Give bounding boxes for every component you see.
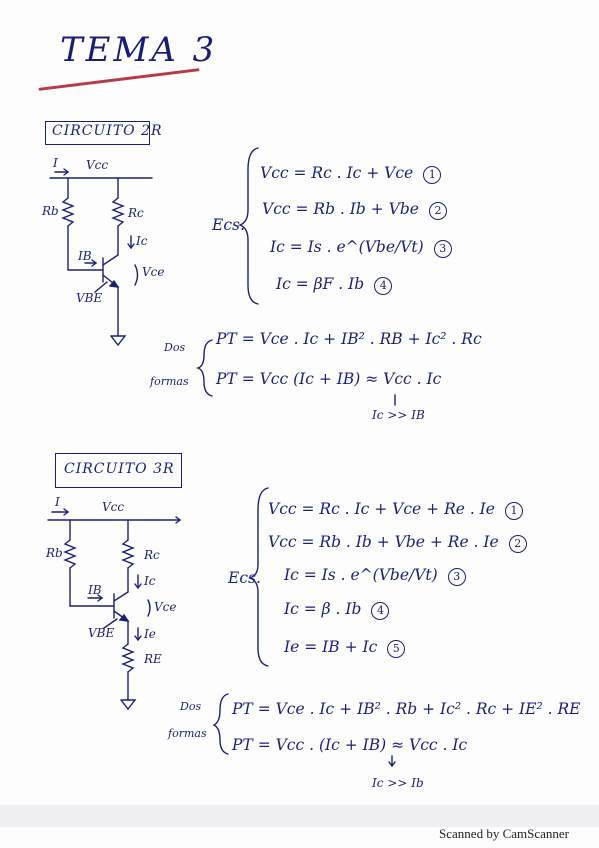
ground-1	[110, 335, 127, 347]
re-label-2: RE	[144, 652, 162, 666]
rb-resistor-1	[61, 197, 75, 227]
brace-1	[238, 147, 259, 305]
vcc-label-2: Vcc	[102, 500, 125, 514]
vbe-label-2: VBE	[88, 626, 115, 640]
ib-label-1: IB	[78, 249, 92, 263]
vbe-label-1: VBE	[76, 291, 103, 305]
vce-label-2: Vce	[154, 600, 177, 614]
ecs-label-2: Ecs.	[228, 569, 261, 587]
pt-line-1-2: PT = Vcc (Ic + IB) ≈ Vcc . Ic	[216, 370, 442, 388]
re-resistor-2	[121, 643, 135, 673]
note-2: Ic >> Ib	[372, 776, 424, 790]
ib-label-2: IB	[88, 583, 102, 597]
ic-label-1: Ic	[136, 234, 148, 248]
scanner-watermark: Scanned by CamScanner	[439, 826, 569, 841]
formas-label-1: formas	[150, 375, 189, 388]
page-title: TEMA 3	[60, 30, 218, 70]
rb-resistor-2	[63, 539, 77, 569]
ie-label-2: Ie	[144, 627, 156, 641]
dos-label-2: Dos	[180, 700, 202, 713]
rc-label-2: Rc	[144, 548, 160, 562]
ground-2	[120, 699, 137, 711]
rc-resistor-1	[111, 197, 125, 227]
scan-shadow-bar	[0, 805, 599, 827]
pt-line-1-1: PT = Vce . Ic + IB² . RB + Ic² . Rc	[216, 330, 482, 348]
ic-label-2: Ic	[144, 574, 156, 588]
current-in-label-2: I	[55, 495, 60, 509]
vcc-label-1: Vcc	[86, 158, 109, 172]
brace-3	[248, 487, 269, 667]
brace-4	[212, 693, 229, 755]
pt-line-2-1: PT = Vce . Ic + IB² . Rb + Ic² . Rc + IE…	[232, 700, 581, 718]
rb-label-2: Rb	[46, 546, 63, 560]
circuit-2r-box: CIRCUITO 2R	[45, 121, 162, 145]
circuit-2r-label: CIRCUITO 2R	[52, 123, 163, 139]
pt-line-2-2: PT = Vcc . (Ic + IB) ≈ Vcc . Ic	[232, 736, 468, 754]
note-1: Ic >> IB	[372, 408, 425, 422]
eq-2-3: Ic = Is . e^(Vbe/Vt)3	[284, 566, 466, 586]
eq-1-3: Ic = Is . e^(Vbe/Vt)3	[270, 238, 452, 258]
rc-label-1: Rc	[128, 206, 144, 220]
brace-2	[195, 339, 213, 397]
vce-label-1: Vce	[142, 265, 165, 279]
ecs-label-1: Ecs.	[212, 216, 245, 234]
current-in-label-1: I	[53, 156, 58, 170]
rc-resistor-2	[121, 539, 135, 569]
formas-label-2: formas	[168, 727, 207, 740]
circuit-3r-label: CIRCUITO 3R	[64, 461, 175, 477]
dos-label-1: Dos	[164, 341, 186, 354]
circuit-3r-box: CIRCUITO 3R	[55, 453, 182, 488]
rb-label-1: Rb	[42, 204, 59, 218]
